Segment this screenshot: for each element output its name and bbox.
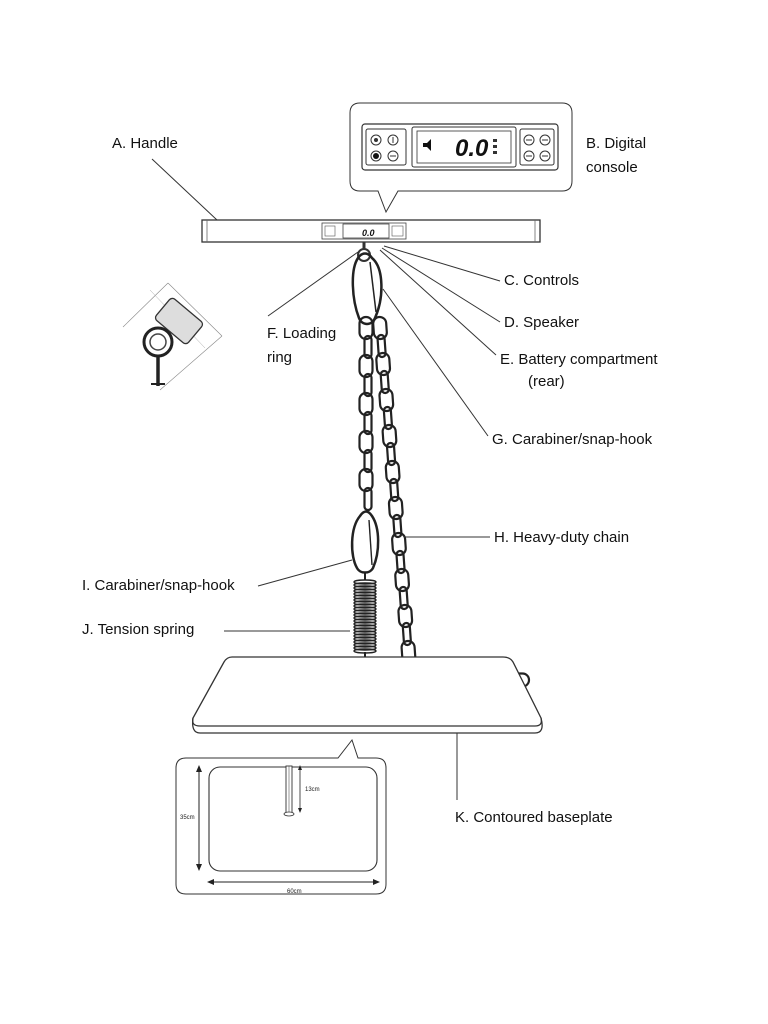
label-loading-ring-1: F. Loading: [267, 325, 336, 342]
width-dimension: 60cm: [287, 889, 302, 895]
button-icon: [539, 134, 551, 146]
left-button-group: [365, 128, 407, 166]
chain-link: [391, 531, 407, 557]
spring-coil: [353, 648, 377, 654]
chain-link: [378, 387, 395, 413]
label-chain: H. Heavy-duty chain: [494, 529, 629, 546]
chain-link: [382, 405, 394, 431]
button-icon: [539, 150, 551, 162]
label-speaker: D. Speaker: [504, 314, 579, 331]
chain-link: [381, 423, 398, 449]
spring-coil: [353, 639, 377, 645]
spring-coil: [353, 588, 377, 594]
heavy-duty-chain-right: [372, 315, 417, 683]
power-icon: [370, 134, 382, 146]
chain-link: [363, 372, 373, 398]
label-spring: J. Tension spring: [82, 621, 194, 638]
spring-coil: [353, 591, 377, 597]
chain-link: [394, 567, 411, 593]
label-baseplate: K. Contoured baseplate: [455, 809, 613, 826]
chain-link: [395, 549, 406, 575]
chain-link: [397, 603, 414, 629]
labels: A. Handle B. Digital console C. Controls…: [82, 135, 658, 826]
label-loading-ring-2: ring: [267, 349, 292, 366]
right-button-group: [519, 128, 555, 166]
handle-console-reading: 0.0: [362, 228, 375, 238]
spring-coil: [353, 609, 377, 615]
spring-coil: [353, 645, 377, 651]
heavy-duty-chain-left: [358, 315, 374, 512]
button-icon: [387, 150, 399, 162]
spring-coil: [353, 597, 377, 603]
spring-coil: [353, 633, 377, 639]
chain-link: [363, 334, 373, 360]
label-battery-2: (rear): [528, 373, 565, 390]
label-handle: A. Handle: [112, 135, 178, 152]
chain-link: [363, 410, 373, 436]
chain-link: [392, 513, 403, 539]
chain-link: [375, 351, 392, 377]
label-digital-console-1: B. Digital: [586, 135, 646, 152]
record-icon: [370, 150, 382, 162]
spring-coil: [353, 624, 377, 630]
chain-link: [398, 585, 409, 611]
chain-link: [363, 486, 373, 512]
loading-ring: [357, 242, 371, 262]
chain-link: [389, 477, 400, 503]
baseplate-dimension-callout: 35cm 60cm 13cm: [175, 738, 387, 895]
spring-coil: [353, 603, 377, 609]
top-carabiner: [351, 252, 383, 326]
spring-coil: [353, 615, 377, 621]
button-icon: [523, 150, 535, 162]
label-carabiner-i: I. Carabiner/snap-hook: [82, 577, 235, 594]
console-reading: 0.0: [455, 135, 489, 162]
label-battery-1: E. Battery compartment: [500, 351, 658, 368]
contoured-baseplate: [192, 656, 543, 734]
scale-side-view: [122, 282, 223, 391]
chain-link: [401, 621, 412, 647]
spring-coil: [353, 612, 377, 618]
handle-bar: 0.0: [201, 219, 541, 243]
spring-coil: [353, 630, 377, 636]
chain-link: [358, 467, 374, 493]
spring-coil: [353, 579, 377, 585]
spring-coil: [353, 582, 377, 588]
chain-link: [372, 315, 388, 341]
button-icon: [387, 134, 399, 146]
bolt-dimension: 13cm: [305, 787, 320, 793]
button-icon: [523, 134, 535, 146]
chain-link: [384, 459, 401, 485]
digital-console-callout: 0.0: [349, 102, 573, 214]
leader-lines: [151, 158, 501, 800]
spring-coil: [353, 606, 377, 612]
chain-link: [387, 495, 404, 521]
speaker-icon: [423, 139, 431, 151]
spring-coil: [353, 642, 377, 648]
lower-carabiner: [350, 510, 380, 574]
spring-coil: [353, 636, 377, 642]
chain-link: [379, 369, 390, 395]
chain-link: [385, 441, 397, 467]
label-carabiner-g: G. Carabiner/snap-hook: [492, 431, 653, 448]
label-digital-console-2: console: [586, 159, 638, 176]
chain-link: [358, 353, 374, 379]
spring-coil: [353, 627, 377, 633]
chain-link: [358, 391, 374, 417]
chain-link: [363, 448, 373, 474]
spring-coil: [353, 585, 377, 591]
label-controls: C. Controls: [504, 272, 579, 289]
height-dimension: 35cm: [180, 815, 195, 821]
spring-coil: [353, 600, 377, 606]
chain-link: [358, 429, 374, 455]
spring-coil: [353, 594, 377, 600]
spring-coil: [353, 621, 377, 627]
spring-coil: [353, 618, 377, 624]
chain-link: [376, 333, 387, 359]
console-display: 0.0: [411, 126, 517, 168]
